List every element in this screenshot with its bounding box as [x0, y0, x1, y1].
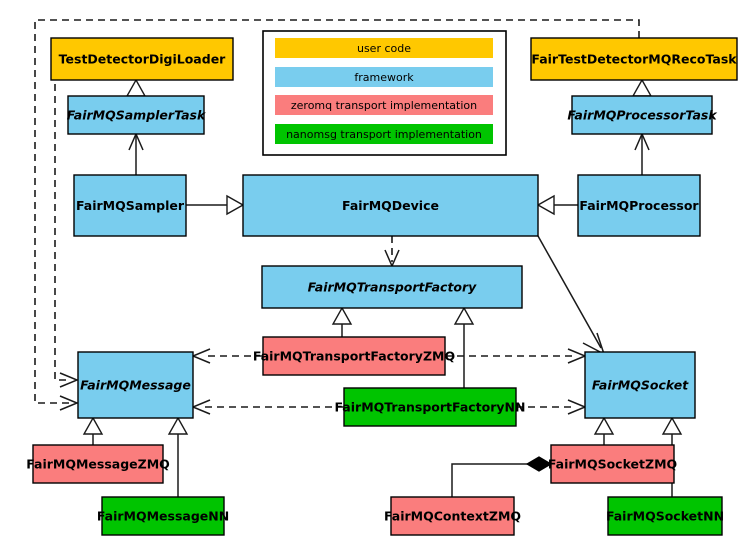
node-box-FairMQSampler[interactable]	[73, 174, 187, 237]
edge-tfzmq-to-socket	[445, 348, 587, 364]
node-box-FairMQProcessor[interactable]	[577, 174, 701, 237]
edge-socketzmq-generalization	[593, 416, 615, 445]
node-box-FairMQSocketNN[interactable]	[607, 496, 723, 536]
legend-swatch-zeromq	[275, 95, 493, 115]
node-FairMQTransportFactory[interactable]: FairMQTransportFactory	[261, 265, 523, 309]
edge-tfnn-generalization	[453, 306, 475, 388]
node-box-FairMQTransportFactory[interactable]	[261, 265, 523, 309]
legend: user code framework zeromq transport imp…	[262, 30, 507, 156]
legend-swatch-framework	[275, 67, 493, 87]
edge-contextzmq-composition	[451, 456, 553, 497]
edge-tfnn-to-message	[191, 399, 344, 415]
node-box-FairMQContextZMQ[interactable]	[390, 496, 515, 536]
node-FairMQProcessor[interactable]: FairMQProcessor	[577, 174, 701, 237]
edge-digiloader-generalization	[125, 78, 147, 97]
legend-item-user-code: user code	[275, 38, 493, 58]
edge-recotask-to-message	[34, 19, 640, 411]
node-FairMQSocketZMQ[interactable]: FairMQSocketZMQ	[548, 444, 677, 484]
edge-tfzmq-to-message	[191, 348, 263, 364]
node-FairMQTransportFactoryZMQ[interactable]: FairMQTransportFactoryZMQ	[253, 336, 455, 376]
edge-tfzmq-generalization	[331, 306, 353, 337]
node-FairMQDevice[interactable]: FairMQDevice	[242, 174, 539, 237]
edge-tfnn-to-socket	[516, 399, 587, 415]
edge-device-to-socket	[537, 235, 606, 356]
legend-item-nanomsg: nanomsg transport implementation	[275, 124, 493, 144]
node-box-FairMQMessageZMQ[interactable]	[32, 444, 164, 484]
node-box-FairMQProcessorTask[interactable]	[571, 95, 713, 135]
edge-messagenn-generalization	[167, 416, 189, 497]
node-TestDetectorDigiLoader[interactable]: TestDetectorDigiLoader	[50, 37, 234, 81]
node-FairMQSampler[interactable]: FairMQSampler	[73, 174, 187, 237]
node-FairMQMessage[interactable]: FairMQMessage	[77, 351, 194, 419]
legend-item-zeromq: zeromq transport implementation	[275, 95, 493, 115]
node-box-FairTestDetectorMQRecoTask[interactable]	[530, 37, 738, 81]
node-FairMQMessageNN[interactable]: FairMQMessageNN	[97, 496, 229, 536]
legend-swatch-user-code	[275, 38, 493, 58]
edge-device-to-transportfactory	[384, 236, 400, 268]
node-FairMQMessageZMQ[interactable]: FairMQMessageZMQ	[26, 444, 170, 484]
edge-recotask-generalization	[631, 78, 653, 97]
node-FairMQProcessorTask[interactable]: FairMQProcessorTask	[567, 95, 717, 135]
node-FairMQSocket[interactable]: FairMQSocket	[584, 351, 696, 419]
node-box-FairMQSocket[interactable]	[584, 351, 696, 419]
edge-sampler-generalization	[186, 194, 245, 216]
node-box-FairMQDevice[interactable]	[242, 174, 539, 237]
node-FairMQContextZMQ[interactable]: FairMQContextZMQ	[384, 496, 521, 536]
node-box-FairMQTransportFactoryNN[interactable]	[343, 387, 517, 427]
edge-sampler-to-samplertask	[128, 132, 144, 175]
node-box-TestDetectorDigiLoader[interactable]	[50, 37, 234, 81]
legend-item-framework: framework	[275, 67, 493, 87]
node-FairMQSocketNN[interactable]: FairMQSocketNN	[606, 496, 724, 536]
node-box-FairMQMessage[interactable]	[77, 351, 194, 419]
edge-messagezmq-generalization	[82, 416, 104, 445]
node-box-FairMQSamplerTask[interactable]	[67, 95, 205, 135]
node-FairTestDetectorMQRecoTask[interactable]: FairTestDetectorMQRecoTask	[530, 37, 738, 81]
edge-processor-to-processortask	[634, 132, 650, 175]
edge-processor-generalization	[536, 194, 578, 216]
node-FairMQTransportFactoryNN[interactable]: FairMQTransportFactoryNN	[335, 387, 526, 427]
node-box-FairMQMessageNN[interactable]	[101, 496, 225, 536]
edge-layer	[34, 19, 683, 497]
legend-swatch-nanomsg	[275, 124, 493, 144]
node-box-FairMQTransportFactoryZMQ[interactable]	[262, 336, 446, 376]
node-box-FairMQSocketZMQ[interactable]	[550, 444, 675, 484]
node-FairMQSamplerTask[interactable]: FairMQSamplerTask	[67, 95, 206, 135]
